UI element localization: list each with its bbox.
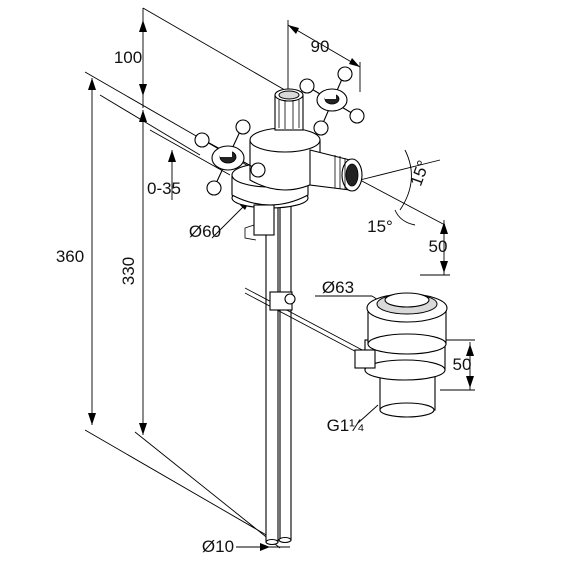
dimension-thread: G1¼ xyxy=(327,404,379,435)
label-body-diameter: Ø60 xyxy=(189,222,221,241)
waste-valve xyxy=(354,292,448,418)
top-connector xyxy=(274,88,304,131)
dimension-d10: Ø10 xyxy=(202,537,290,556)
label-rod-diameter: Ø10 xyxy=(202,537,234,556)
popup-rod xyxy=(265,199,292,546)
label-top-height: 100 xyxy=(114,48,142,67)
dimension-90: 90 xyxy=(287,20,361,92)
linkage-bar xyxy=(244,287,367,358)
dimension-outlet-50: 50 xyxy=(420,220,450,276)
dimension-d60: Ø60 xyxy=(189,199,251,241)
label-rod-length: 330 xyxy=(119,257,138,285)
right-cross-handle xyxy=(299,66,365,136)
label-total-height: 360 xyxy=(56,247,84,266)
label-outlet-spacing: 90 xyxy=(311,37,330,56)
dimension-100: 100 xyxy=(114,7,291,108)
dimension-angles: 15° 15° xyxy=(359,149,446,236)
label-angle-lower: 15° xyxy=(367,217,393,236)
label-thread: G1¼ xyxy=(327,416,365,435)
label-adjust-range: 0-35 xyxy=(147,179,181,198)
label-waste-diameter: Ø63 xyxy=(322,278,354,297)
label-waste-height: 50 xyxy=(453,355,472,374)
spout-outlet xyxy=(309,149,363,192)
mixer-body xyxy=(231,127,321,241)
dimension-360: 360 xyxy=(56,71,291,541)
dimension-0-35: 0-35 xyxy=(147,129,231,200)
dimension-waste-50: 50 xyxy=(440,339,475,391)
dimension-330: 330 xyxy=(99,94,281,549)
left-cross-handle xyxy=(194,119,266,196)
label-outlet-height: 50 xyxy=(429,237,448,256)
